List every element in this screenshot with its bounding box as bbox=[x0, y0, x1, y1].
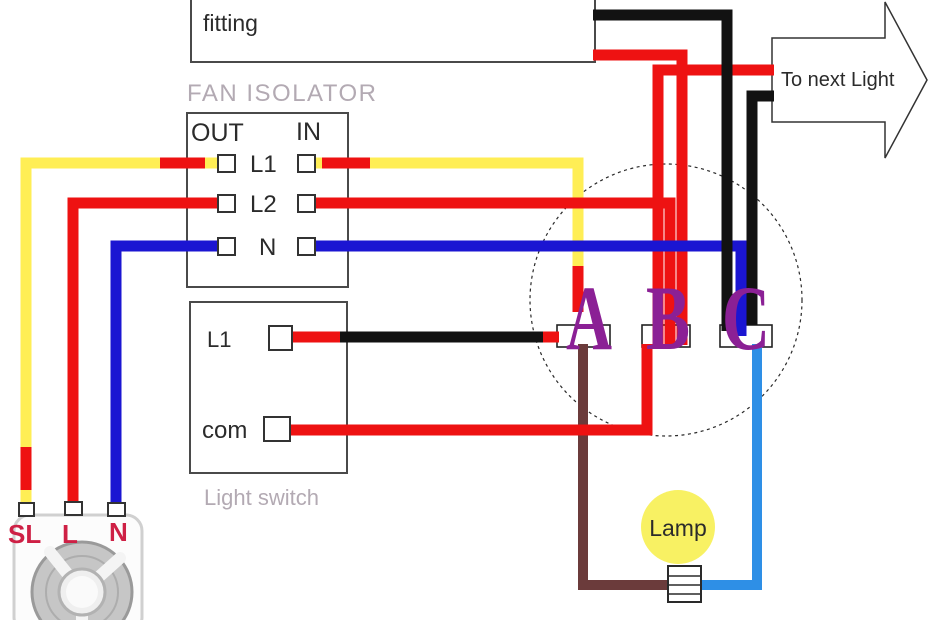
fan-n-label: N bbox=[109, 517, 128, 547]
fan-isolator-in-label: IN bbox=[296, 118, 321, 146]
light-fitting-outline bbox=[190, 0, 596, 63]
lamp-bulb bbox=[641, 490, 715, 564]
light-fitting-box: fitting bbox=[190, 0, 596, 63]
next-light-arrow: To next Light bbox=[771, 1, 928, 159]
terminal-fan-sl bbox=[18, 502, 35, 517]
light-switch-com-label: com bbox=[202, 417, 247, 444]
lamp-holder bbox=[667, 565, 702, 603]
fan-isolator-n-label: N bbox=[259, 234, 276, 261]
terminal-in-n bbox=[297, 237, 316, 256]
wire-lightblue-rose-c-to-lamp bbox=[699, 344, 762, 590]
terminal-out-l2 bbox=[217, 194, 236, 213]
fan-icon bbox=[30, 540, 134, 620]
terminal-fan-l bbox=[64, 501, 83, 516]
rose-terminal-a-letter: A bbox=[566, 267, 612, 369]
terminal-out-l1 bbox=[217, 154, 236, 173]
fan-l-label: L bbox=[62, 519, 78, 549]
wire-brown-rose-a-to-lamp bbox=[578, 344, 670, 590]
terminal-fan-n bbox=[107, 502, 126, 517]
light-fitting-label: fitting bbox=[203, 10, 258, 36]
wire-blue-out-n-to-fan bbox=[110, 240, 222, 506]
wire-black-arrow-to-rose-c bbox=[746, 90, 774, 325]
wire-red-arrow-to-rose-b bbox=[652, 64, 774, 345]
wire-red-com-to-rose-b bbox=[290, 344, 653, 436]
light-switch-caption: Light switch bbox=[204, 485, 319, 510]
fan-sl-label: SL bbox=[8, 519, 41, 549]
wire-yellow-in-to-rose-a bbox=[313, 157, 584, 296]
wire-red-out-l2-to-fan bbox=[67, 197, 222, 506]
terminal-switch-l1 bbox=[268, 325, 293, 351]
wire-black-fitting-to-rose-c bbox=[593, 9, 733, 331]
fan-isolator-title: FAN ISOLATOR bbox=[187, 80, 378, 107]
terminal-in-l2 bbox=[297, 194, 316, 213]
rose-terminal-c-letter: C bbox=[722, 267, 770, 369]
arrow-label: To next Light bbox=[781, 69, 895, 91]
extractor-fan: SL L N bbox=[8, 501, 144, 620]
fan-isolator-l1-label: L1 bbox=[250, 151, 277, 178]
fan-isolator-l2-label: L2 bbox=[250, 191, 277, 218]
fan-isolator: FAN ISOLATOR OUT IN L1 L2 N bbox=[186, 80, 378, 288]
terminal-out-n bbox=[217, 237, 236, 256]
fan-isolator-terminals bbox=[217, 154, 316, 256]
fan-isolator-out-label: OUT bbox=[191, 119, 244, 147]
wire-yellow-out-to-fan bbox=[20, 157, 222, 506]
terminal-in-l1 bbox=[297, 154, 316, 173]
fan-terminals bbox=[18, 501, 126, 517]
light-switch-l1-label: L1 bbox=[207, 327, 231, 352]
arrow-shape bbox=[771, 1, 928, 159]
wire-blue-in-n-to-rose-c bbox=[313, 240, 747, 336]
rose-terminal-b-letter: B bbox=[646, 267, 690, 369]
wire-red-in-l2-to-rose-b bbox=[313, 197, 676, 345]
ceiling-rose-circle bbox=[529, 163, 803, 437]
light-switch-terminals bbox=[263, 325, 293, 442]
lamp-label: Lamp bbox=[649, 515, 707, 541]
terminal-switch-com bbox=[263, 416, 291, 442]
